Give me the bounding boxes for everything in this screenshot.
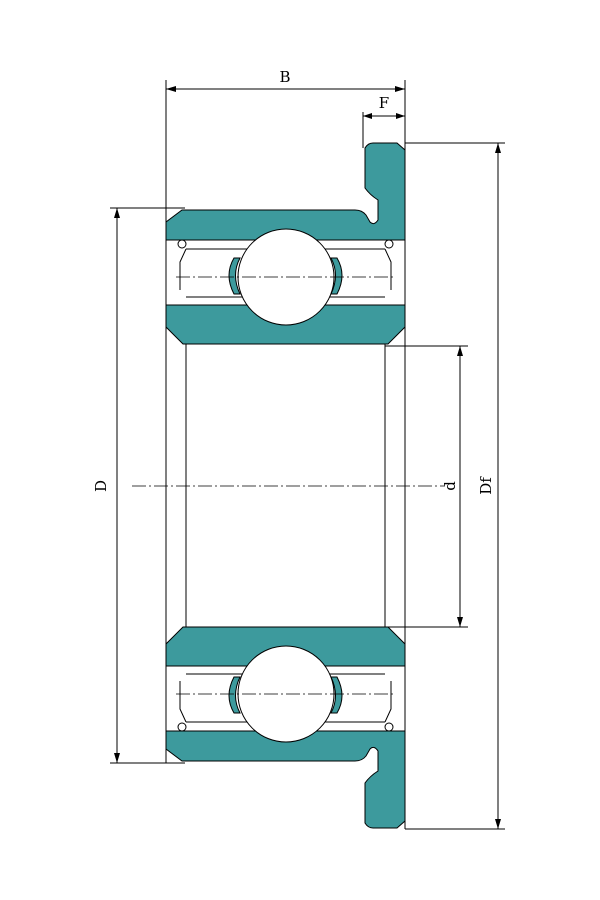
dimension-d: D: [92, 207, 185, 764]
dimension-b: B: [165, 68, 406, 210]
dimension-f: F: [362, 94, 405, 148]
dimension-b-label: B: [279, 68, 290, 86]
outer-ring-bottom: [165, 730, 406, 829]
dimension-d-label: D: [92, 480, 110, 492]
bearing-bottom-section: [165, 626, 406, 829]
bearing-top-section: [165, 142, 406, 345]
outer-ring-top: [165, 142, 406, 241]
dimension-f-label: F: [379, 94, 389, 112]
dimension-bore: d: [385, 345, 468, 628]
dimension-df-label: Df: [477, 476, 495, 495]
dimension-bore-label: d: [441, 481, 459, 491]
dimension-df: Df: [405, 142, 505, 830]
